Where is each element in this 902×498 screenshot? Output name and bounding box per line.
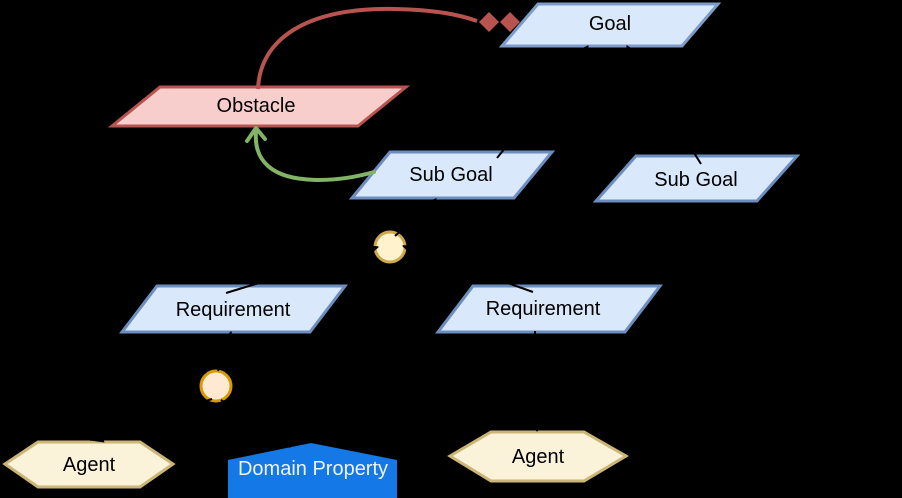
requirement-node-2[interactable] (434, 284, 664, 334)
requirement-2-label: Requirement (485, 298, 601, 320)
obstruction-diamond-2 (500, 12, 520, 32)
domain-property-label: Domain Property (237, 458, 389, 480)
sub-goal-1-label: Sub Goal (409, 164, 493, 186)
refinement-edge-circle-subgoal1[interactable] (394, 198, 437, 237)
refinement-edge-req1-circle[interactable] (225, 244, 379, 294)
goal-label: Goal (588, 13, 632, 35)
refinement-edges[interactable] (89, 45, 702, 448)
resolution-edge-path (253, 128, 376, 182)
refinement-edge-circle2-domain[interactable] (220, 399, 291, 448)
sub-goal-node-2[interactable] (592, 154, 801, 203)
agent-1-label: Agent (62, 454, 116, 476)
agent-node-1[interactable] (2, 440, 176, 489)
obstacle-node[interactable] (107, 85, 411, 128)
agent-node-2[interactable] (447, 430, 629, 483)
or-refinement-circle[interactable] (199, 369, 233, 403)
refinement-edge-circle2-req1[interactable] (217, 331, 234, 372)
resolution-edge[interactable] (245, 126, 376, 182)
goal-node[interactable] (498, 2, 722, 48)
requirement-1-label: Requirement (175, 299, 291, 321)
agent-2-label: Agent (511, 446, 565, 468)
sub-goal-node-1[interactable] (348, 150, 556, 200)
assignment-edge-circle2-agent1[interactable] (89, 398, 213, 443)
refinement-edge-req2-circle[interactable] (402, 243, 534, 293)
obstruction-edge[interactable] (256, 6, 478, 90)
domain-property-node[interactable] (228, 443, 397, 498)
requirement-node-1[interactable] (118, 284, 349, 334)
refinement-edge-subgoal2-goal[interactable] (626, 45, 702, 165)
obstruction-diamond-1 (479, 12, 499, 32)
refinement-edge-subgoal1-goal[interactable] (496, 45, 589, 159)
and-refinement-circle[interactable] (373, 230, 407, 264)
sub-goal-2-label: Sub Goal (654, 169, 738, 191)
resolution-arrowhead (245, 126, 267, 143)
obstacle-label: Obstacle (216, 95, 296, 117)
assignment-edge-req2-agent2[interactable] (529, 330, 544, 432)
